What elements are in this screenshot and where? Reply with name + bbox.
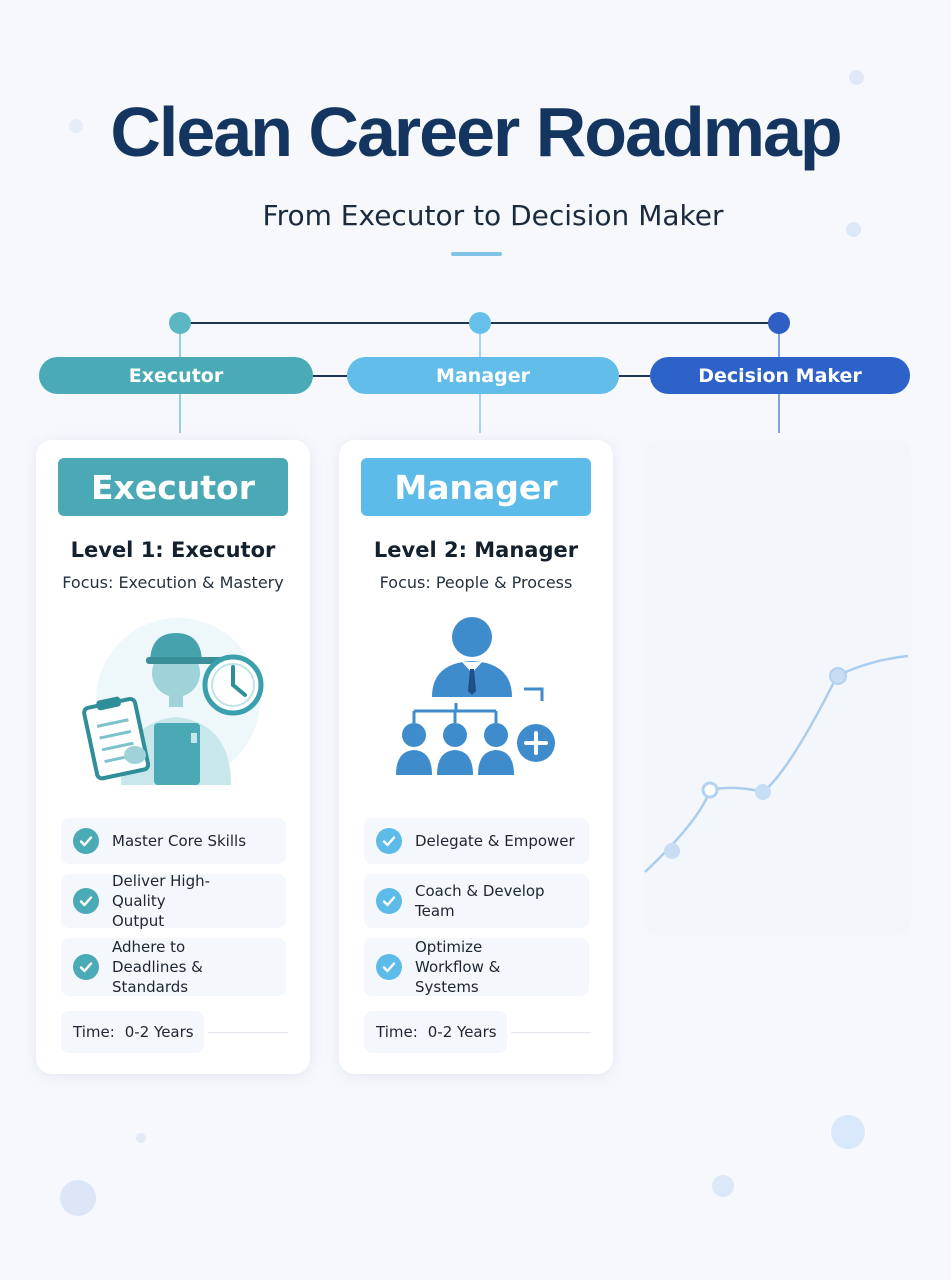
card-focus: Focus: People & Process (379, 573, 573, 592)
stage-pill-manager[interactable]: Manager (347, 357, 619, 394)
decorative-dot (846, 222, 861, 237)
worker-with-clipboard-and-clock-icon (82, 618, 264, 785)
stage-pill-label: Executor (128, 364, 224, 387)
stage-pill-label: Decision Maker (698, 364, 862, 387)
card-level: Level 2: Manager (373, 538, 579, 562)
decorative-dot (136, 1133, 146, 1143)
list-item: Master Core Skills (61, 818, 286, 864)
decorative-dot (712, 1175, 734, 1197)
time-label: Time: (73, 1023, 115, 1041)
list-item: Deliver High-Quality Output (61, 872, 286, 930)
list-item: Coach & Develop Team (364, 874, 589, 928)
divider (208, 1032, 288, 1033)
decorative-dot (831, 1115, 865, 1149)
page-title: Clean Career Roadmap (110, 93, 842, 171)
time-value: 0-2 Years (124, 1023, 194, 1041)
list-item: Delegate & Empower (364, 818, 589, 864)
list-item-text: Coach & Develop Team (415, 882, 545, 920)
title-underline (451, 252, 502, 256)
check-icon (376, 954, 402, 980)
manager-card: Manager Level 2: Manager Focus: People &… (339, 440, 613, 1074)
list-item: Optimize Workflow & Systems (364, 938, 589, 996)
check-icon (73, 888, 99, 914)
list-item: Adhere to Deadlines & Standards (61, 938, 286, 996)
decorative-dot (849, 70, 864, 85)
check-icon (376, 888, 402, 914)
card-focus: Focus: Execution & Mastery (62, 573, 284, 592)
list-item-text: Adhere to Deadlines & Standards (112, 938, 203, 996)
card-banner: Manager (361, 458, 591, 516)
check-icon (73, 828, 99, 854)
list-item-text: Delegate & Empower (415, 832, 575, 850)
time-badge: Time: 0-2 Years (364, 1011, 507, 1053)
check-icon (376, 828, 402, 854)
check-icon (73, 954, 99, 980)
list-item-text: Optimize Workflow & Systems (415, 938, 501, 996)
list-item-text: Master Core Skills (112, 832, 247, 850)
decorative-dot (60, 1180, 96, 1216)
decision-maker-placeholder-panel (643, 440, 911, 935)
time-badge: Time: 0-2 Years (61, 1011, 204, 1053)
decorative-dot (69, 119, 83, 133)
page-subtitle: From Executor to Decision Maker (262, 199, 724, 232)
stage-pill-label: Manager (436, 364, 530, 387)
card-level: Level 1: Executor (70, 538, 276, 562)
time-label: Time: (376, 1023, 418, 1041)
stage-pill-executor[interactable]: Executor (39, 357, 313, 394)
card-banner: Executor (58, 458, 288, 516)
milestone-dot-manager (469, 312, 491, 334)
manager-org-chart-icon (396, 617, 555, 775)
list-item-text: Deliver High-Quality Output (112, 872, 211, 930)
executor-card: Executor Level 1: Executor Focus: Execut… (36, 440, 310, 1074)
time-value: 0-2 Years (427, 1023, 497, 1041)
milestone-dot-executor (169, 312, 191, 334)
milestone-dot-decision-maker (768, 312, 790, 334)
divider (511, 1032, 591, 1033)
stage-pill-decision-maker[interactable]: Decision Maker (650, 357, 910, 394)
